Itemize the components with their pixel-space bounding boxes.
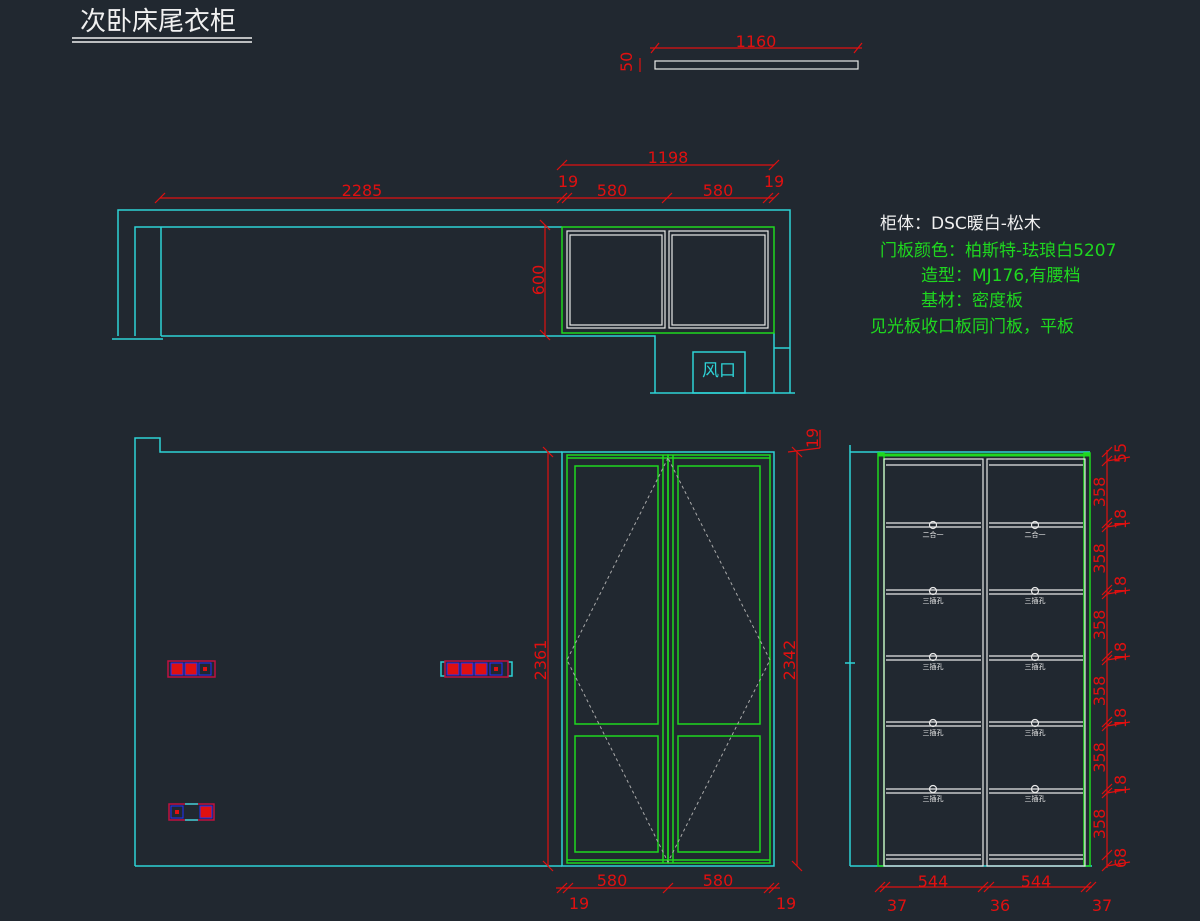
note-trim: 见光板收口板同门板，平板 (870, 317, 1074, 337)
top-panel-drawing: 1160 50 (617, 32, 863, 72)
knob-label: 三插孔 (1025, 596, 1046, 605)
socket-group-left (167, 660, 216, 678)
section-height-dim: 358 (1090, 676, 1109, 707)
note-base-material: 基材：密度板 (921, 291, 1023, 311)
knob-label: 三插孔 (923, 728, 944, 737)
plan-depth-dim: 600 (529, 265, 548, 296)
section-height-dim: 358 (1090, 610, 1109, 641)
knob-icon (928, 652, 938, 662)
dimension-tick (1101, 650, 1113, 662)
plan-view: 风口 2285 1198 19 580 580 19 600 (112, 148, 795, 394)
socket-group-right (440, 660, 513, 678)
dimension-leader (1106, 456, 1131, 462)
section-height-dim: 358 (1090, 742, 1109, 773)
knob-icon (928, 520, 938, 530)
top-panel-thickness-dim: 50 (617, 52, 636, 72)
knob-icon (928, 718, 938, 728)
knob-label: 二合一 (1025, 530, 1046, 539)
dimension-tick (1101, 783, 1113, 795)
plan-total-dim: 1198 (648, 148, 689, 167)
section-height-dim: 68 (1111, 848, 1130, 868)
section-height-dim: 18 (1111, 775, 1130, 795)
section-col-right-dim: 544 (1021, 872, 1052, 891)
knob-icon (1030, 718, 1040, 728)
material-notes: 柜体：DSC暖白-松木 门板颜色：柏斯特-珐琅白5207 造型：MJ176,有腰… (870, 214, 1116, 337)
knob-label: 二合一 (923, 530, 944, 539)
front-door-left-dim: 580 (597, 871, 628, 890)
dimension-tick (1101, 849, 1113, 861)
dimension-leader (1106, 522, 1131, 528)
knob-label: 三插孔 (1025, 728, 1046, 737)
knob-icon (1030, 520, 1040, 530)
knob-icon (1030, 586, 1040, 596)
section-mid-dim: 36 (990, 896, 1010, 915)
plan-side-right-dim: 19 (764, 172, 784, 191)
section-height-dim: 18 (1111, 642, 1130, 662)
dimension-leader (1106, 861, 1131, 867)
door-swing-lines (566, 456, 771, 864)
knob-label: 三插孔 (1025, 662, 1046, 671)
knob-label: 三插孔 (1025, 794, 1046, 803)
section-height-dim: 18 (1111, 708, 1130, 728)
front-top-dim: 19 (803, 428, 822, 448)
section-height-dim: 358 (1090, 543, 1109, 574)
plan-door-left-dim: 580 (597, 181, 628, 200)
socket-group-bottom (168, 803, 215, 821)
drawing-title: 次卧床尾衣柜 (80, 7, 236, 37)
plan-door-right-dim: 580 (703, 181, 734, 200)
front-height-left-dim: 2361 (531, 640, 550, 681)
section-height-dim: 18 (1111, 509, 1130, 529)
knob-icon (928, 586, 938, 596)
dimension-leader (1106, 589, 1131, 595)
section-height-dim: 55 (1111, 443, 1130, 463)
section-side-left-dim: 37 (887, 896, 907, 915)
knob-label: 三插孔 (923, 662, 944, 671)
top-panel-width-dim: 1160 (736, 32, 777, 51)
section-height-dim: 358 (1090, 477, 1109, 508)
plan-side-left-dim: 19 (558, 172, 578, 191)
knob-icon (1030, 784, 1040, 794)
front-side-right-dim: 19 (776, 894, 796, 913)
wardrobe-front-elevation: 2361 2342 19 580 580 19 19 (531, 428, 822, 913)
vent-label: 风口 (702, 361, 736, 381)
knob-icon (928, 784, 938, 794)
dimension-tick (1101, 584, 1113, 596)
knob-label: 三插孔 (923, 794, 944, 803)
dimension-leader (1106, 655, 1131, 661)
front-side-left-dim: 19 (569, 894, 589, 913)
section-col-left-dim: 544 (918, 872, 949, 891)
section-side-right-dim: 37 (1092, 896, 1112, 915)
dimension-leader (1106, 721, 1131, 727)
dimension-leader (1106, 788, 1131, 794)
knob-icon (1030, 652, 1040, 662)
front-height-right-dim: 2342 (780, 640, 799, 681)
note-style: 造型：MJ176,有腰档 (921, 266, 1081, 286)
dimension-tick (1101, 446, 1113, 458)
section-height-dim: 358 (1090, 809, 1109, 840)
dimension-tick (1101, 517, 1113, 529)
note-cabinet-body: 柜体：DSC暖白-松木 (880, 214, 1041, 234)
knob-label: 三插孔 (923, 596, 944, 605)
plan-left-span-dim: 2285 (342, 181, 383, 200)
wall-elevation (134, 437, 562, 867)
wardrobe-section-view: 二合一二合一三插孔三插孔三插孔三插孔三插孔三插孔三插孔三插孔 553581835… (845, 443, 1131, 915)
note-door-color: 门板颜色：柏斯特-珐琅白5207 (880, 241, 1116, 261)
vent-box (692, 351, 746, 394)
section-height-dim: 18 (1111, 576, 1130, 596)
front-door-right-dim: 580 (703, 871, 734, 890)
dimension-tick (1101, 716, 1113, 728)
